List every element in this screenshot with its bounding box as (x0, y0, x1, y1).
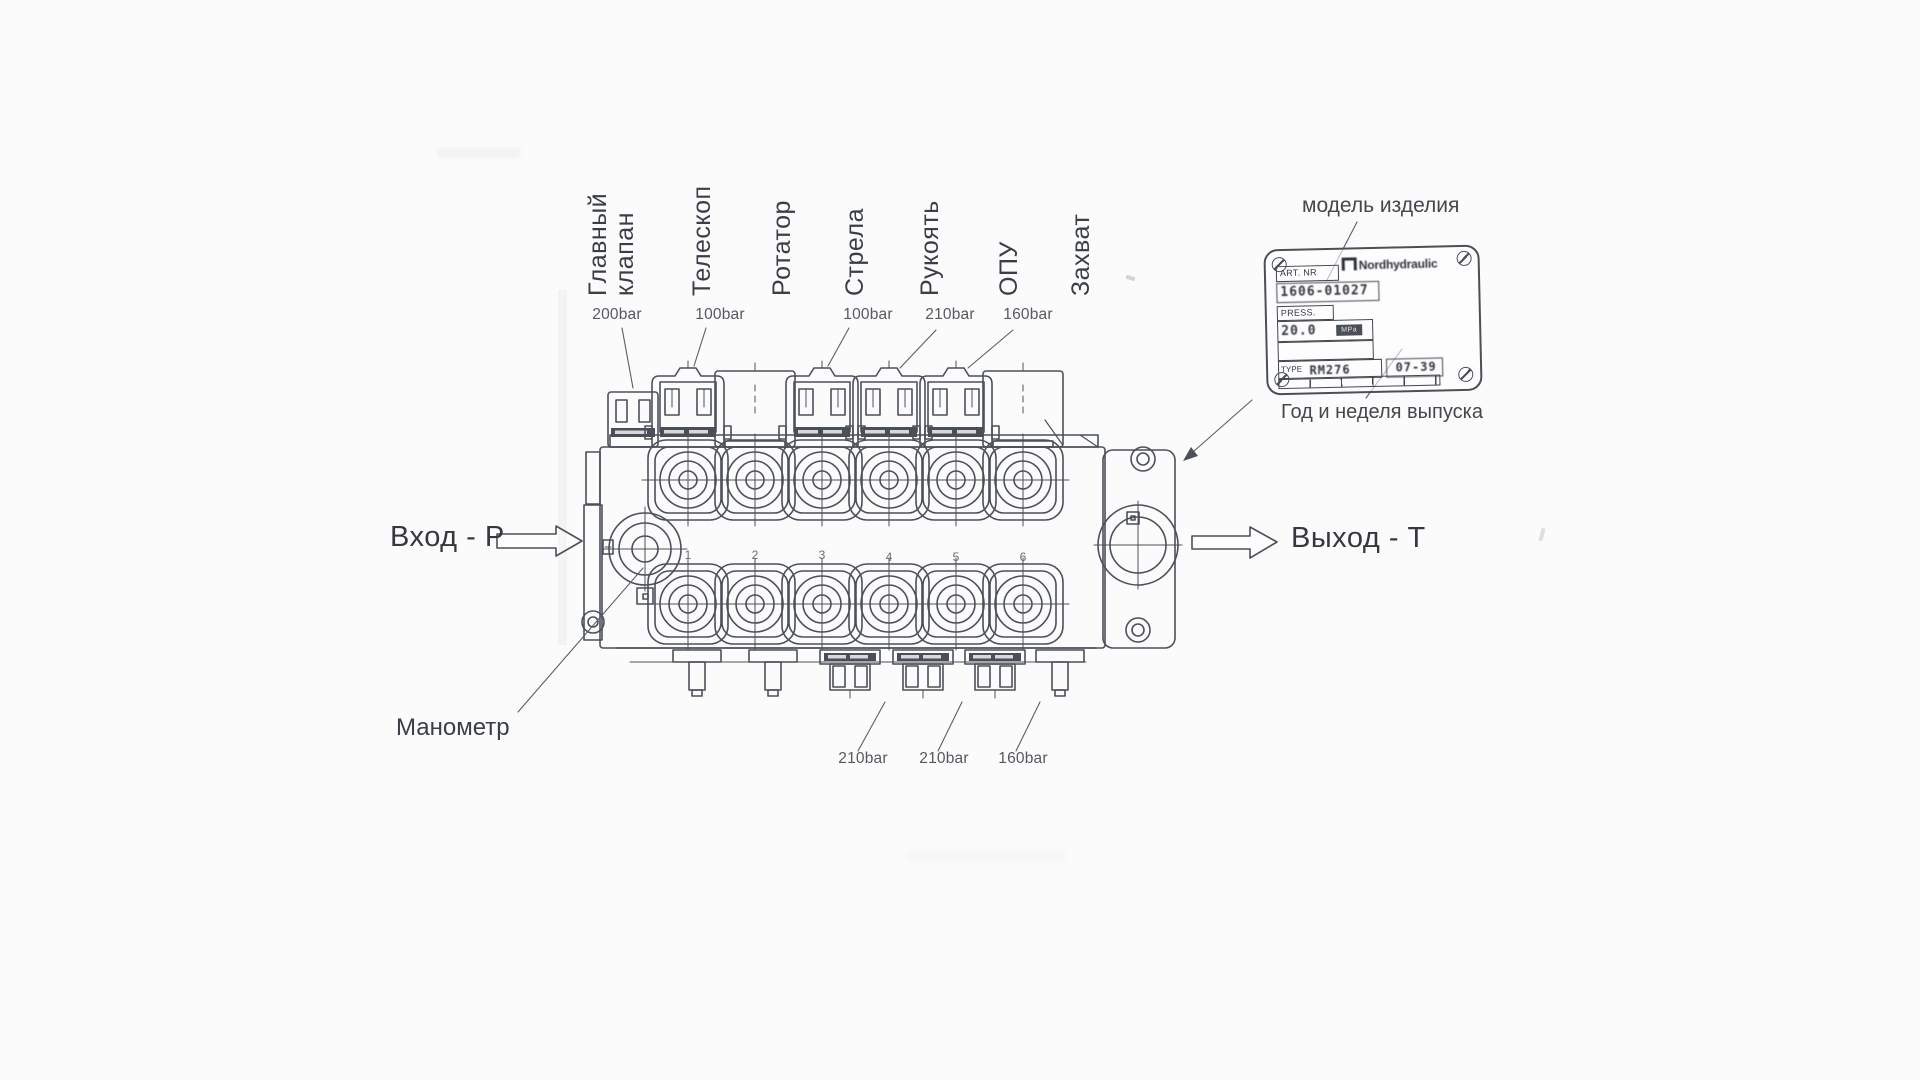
art-nr-value: 1606-01027 (1276, 280, 1380, 304)
port-number: 1 (684, 548, 692, 562)
port-number: 6 (1019, 550, 1027, 564)
gauge-label: Манометр (396, 714, 510, 741)
inlet-arrow-icon (496, 525, 583, 557)
gauge-port (602, 506, 688, 605)
section-label-rotator: Ротатор (768, 200, 796, 296)
bottom-fittings (672, 649, 1085, 699)
empty-field-box (1277, 339, 1374, 362)
pressure-label-top: 100bar (843, 306, 893, 323)
press-value-box: 20.0 MPa (1277, 319, 1374, 343)
port-number: 4 (885, 550, 893, 564)
press-unit: MPa (1336, 324, 1363, 336)
bottom-pressure-leaders (857, 701, 1041, 752)
gauge-leader (517, 567, 644, 713)
section-label-boom: Стрела (841, 208, 869, 296)
press-value: 20.0 (1281, 323, 1317, 340)
brand-logo: Nordhydraulic (1341, 256, 1438, 273)
port-number: 5 (952, 550, 960, 564)
pressure-label-top: 210bar (925, 306, 975, 323)
art-nr-label: ART. NR (1275, 264, 1340, 283)
empty-cells-row (1278, 374, 1441, 390)
pressure-label-top: 160bar (1003, 306, 1053, 323)
section-label-grapple: Захват (1067, 213, 1095, 296)
section-label-arm: Рукоять (916, 200, 944, 296)
pressure-label-top: 200bar (592, 306, 642, 323)
work-ports-bottom (641, 557, 1070, 651)
pressure-label-top: 100bar (695, 306, 745, 323)
date-pointer-label: Год и неделя выпуска (1281, 401, 1483, 423)
top-pressure-leaders (621, 327, 1014, 389)
outlet-bracket (1093, 446, 1183, 649)
model-pointer-label: модель изделия (1302, 194, 1460, 217)
nameplate: Nordhydraulic ART. NR 1606-01027 PRESS. … (1263, 244, 1483, 396)
type-label: TYPE (1280, 364, 1303, 375)
type-value: RM276 (1309, 362, 1351, 378)
section-label-slew: ОПУ (995, 241, 1023, 296)
pressure-label-bottom: 210bar (919, 750, 969, 767)
outlet-label: Выход - T (1291, 522, 1426, 554)
port-number: 3 (818, 548, 826, 562)
flow-arrows (496, 525, 1278, 559)
inlet-flange (581, 451, 614, 641)
brand-name: Nordhydraulic (1358, 256, 1438, 273)
section-label-telescope: Телескоп (688, 185, 716, 296)
spool-caps (607, 360, 1064, 448)
pressure-label-bottom: 210bar (838, 750, 888, 767)
port-number: 2 (751, 548, 759, 562)
nordhydraulic-logo-icon (1341, 257, 1357, 271)
pressure-label-bottom: 160bar (998, 750, 1048, 767)
section-label-main-valve: Главный клапан (584, 192, 639, 296)
screw-icon (1456, 250, 1472, 267)
press-label: PRESS. (1276, 304, 1334, 322)
inlet-label: Вход - P (390, 521, 505, 553)
outlet-arrow-icon (1191, 526, 1278, 559)
screw-icon (1458, 366, 1474, 383)
